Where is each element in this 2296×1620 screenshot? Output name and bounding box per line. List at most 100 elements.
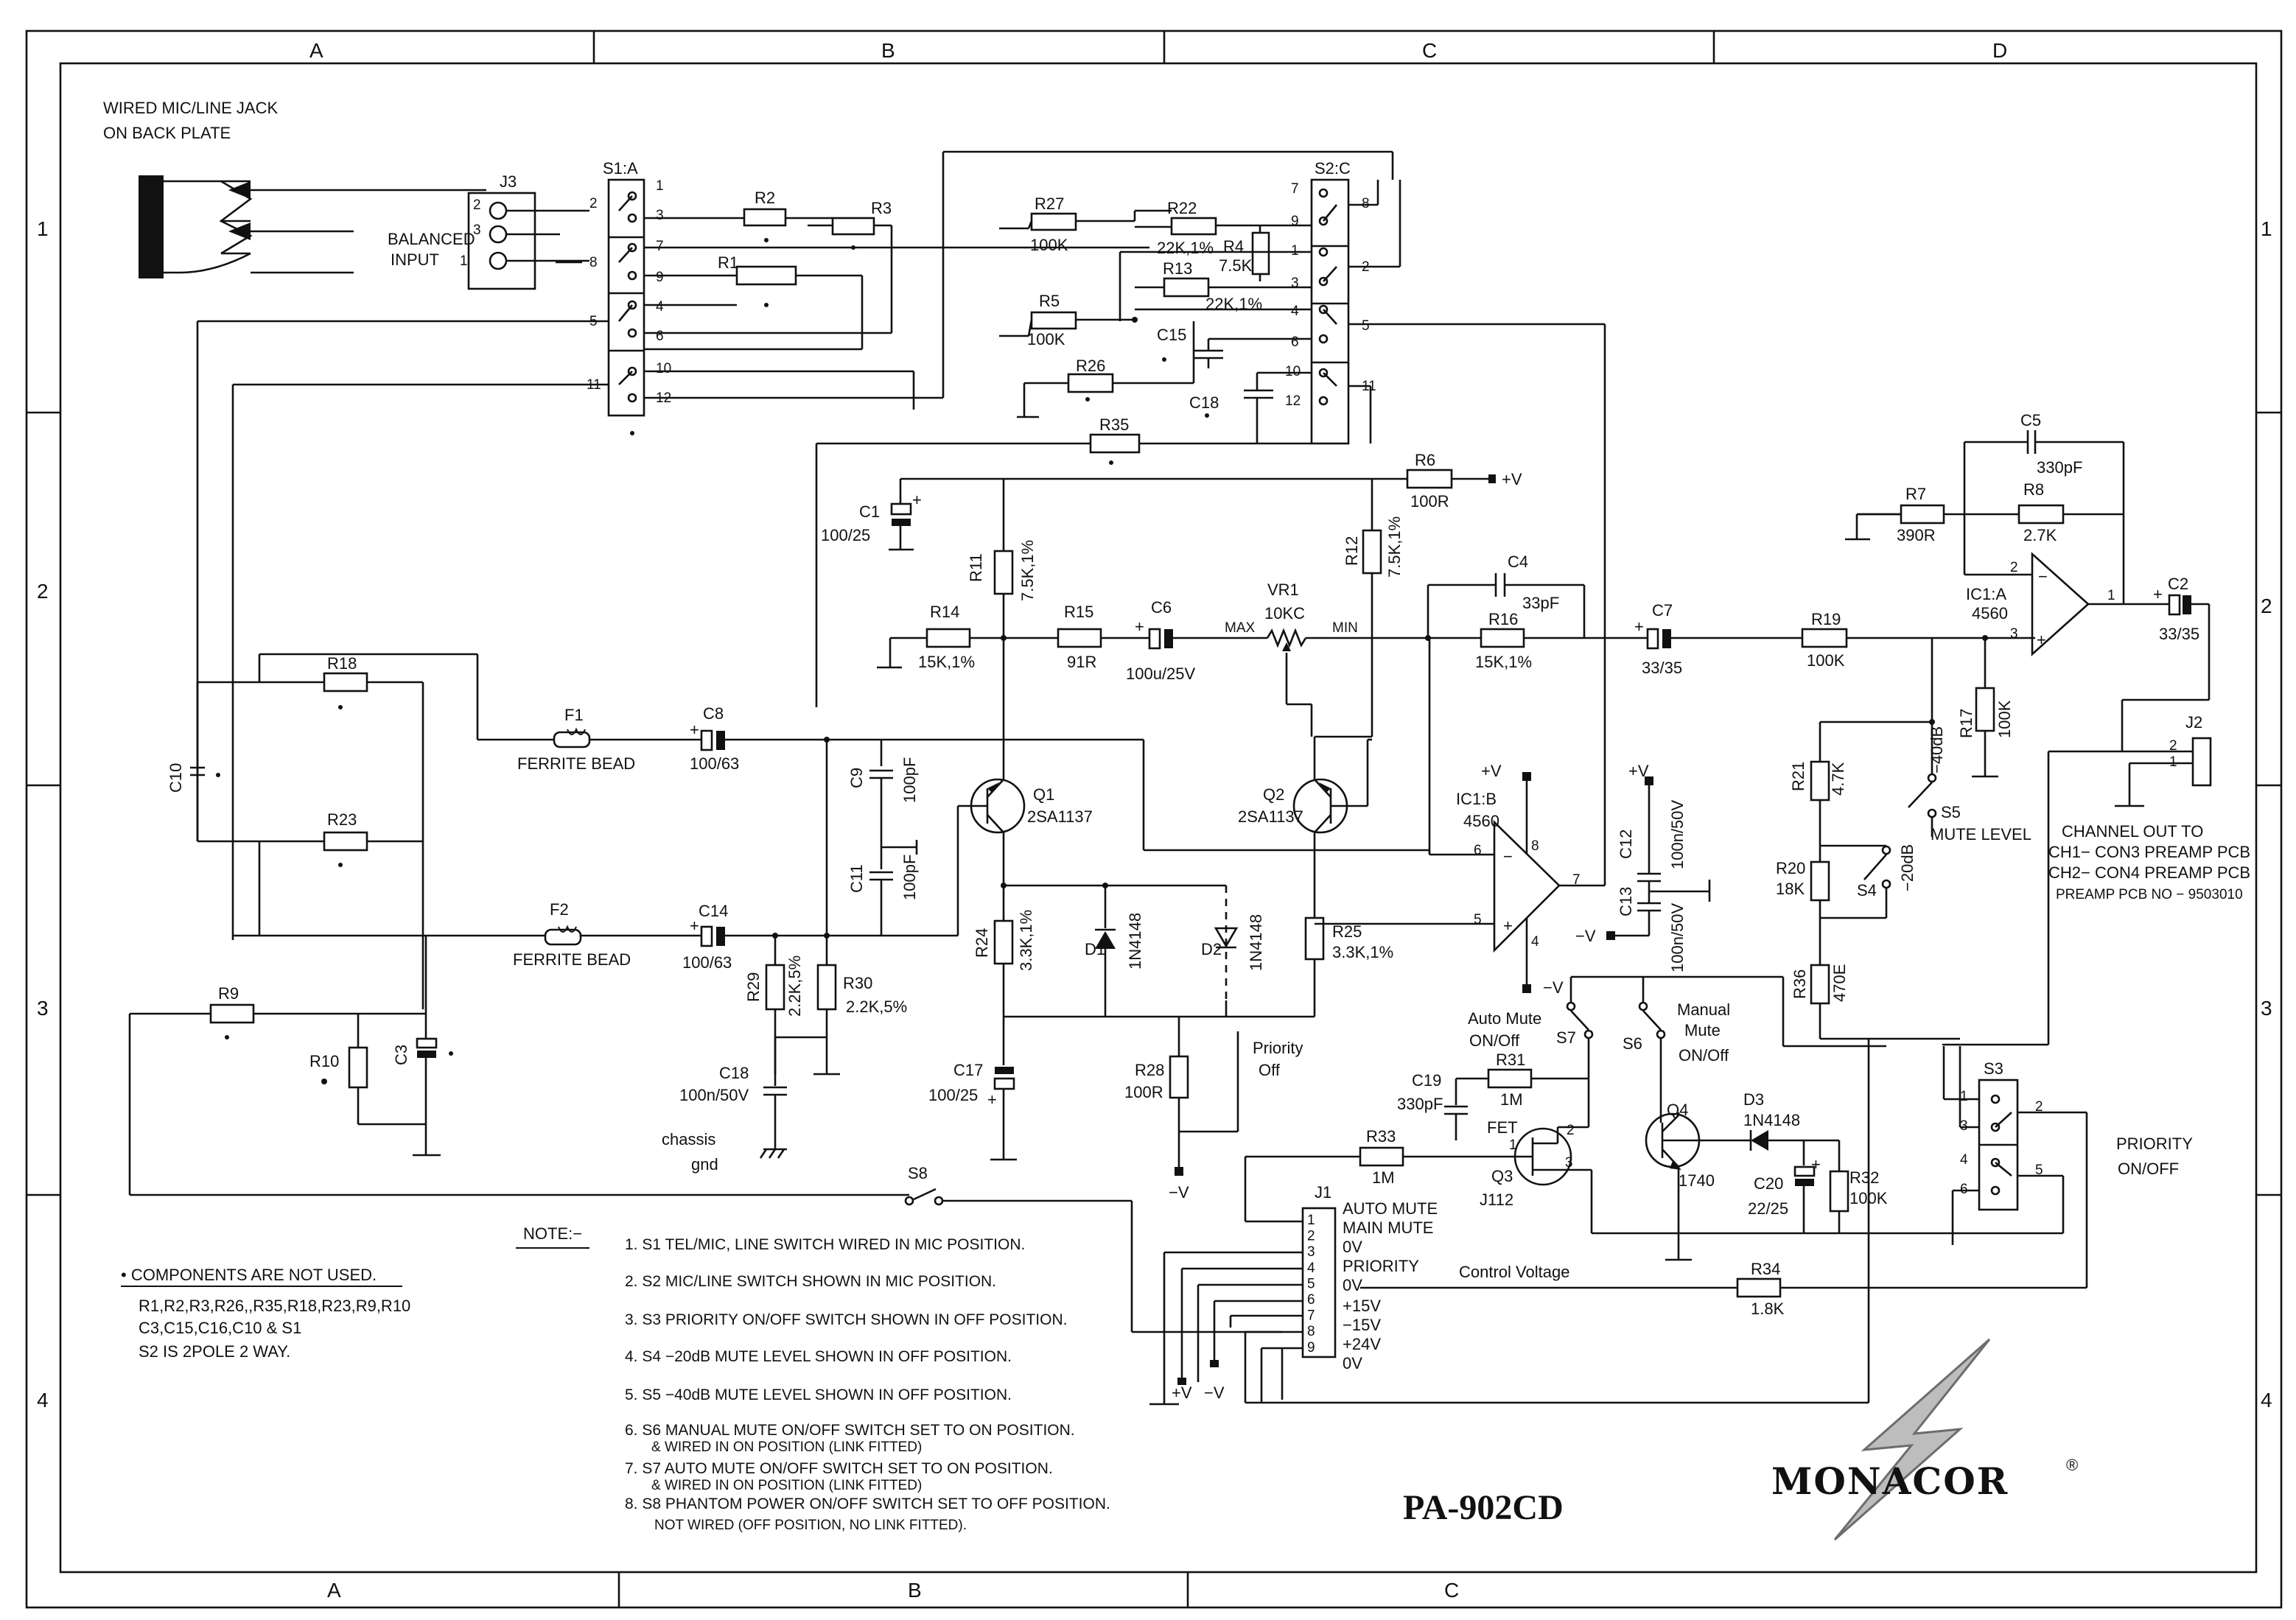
svg-text:100K: 100K xyxy=(1807,651,1845,670)
svg-text:+: + xyxy=(987,1090,997,1109)
s1a-switch: S1:A 1 2 3 7 8 9 4 5 6 10 11 12 xyxy=(587,159,671,435)
svg-text:PRIORITY: PRIORITY xyxy=(2116,1135,2193,1153)
svg-text:R33: R33 xyxy=(1366,1127,1396,1146)
q2-transistor: Q2 2SA1137 xyxy=(1142,712,1429,911)
svg-text:R26: R26 xyxy=(1076,357,1105,375)
svg-text:100/63: 100/63 xyxy=(690,754,739,773)
svg-text:4: 4 xyxy=(1960,1152,1968,1168)
grid-row-2: 2 xyxy=(37,580,49,603)
svg-text:+: + xyxy=(1634,617,1644,636)
svg-text:2.7K: 2.7K xyxy=(2023,526,2057,544)
svg-text:6: 6 xyxy=(656,329,664,344)
svg-text:S7: S7 xyxy=(1556,1028,1576,1047)
svg-text:0V: 0V xyxy=(1343,1238,1362,1256)
svg-text:F1: F1 xyxy=(564,706,584,724)
svg-text:3.3K,1%: 3.3K,1% xyxy=(1332,943,1393,961)
svg-text:8: 8 xyxy=(589,255,598,270)
svg-text:3: 3 xyxy=(1565,1155,1573,1171)
svg-text:390R: 390R xyxy=(1897,526,1936,544)
svg-text:R13: R13 xyxy=(1163,259,1192,278)
svg-text:3: 3 xyxy=(1960,1118,1968,1134)
svg-text:S8: S8 xyxy=(908,1164,928,1182)
svg-text:−40dB: −40dB xyxy=(1928,726,1946,774)
svg-text:1: 1 xyxy=(2169,754,2177,770)
j1-pin-7: 7 xyxy=(1307,1308,1315,1324)
svg-text:10: 10 xyxy=(656,361,671,376)
model-number: PA-902CD xyxy=(1403,1488,1564,1527)
svg-text:S6: S6 xyxy=(1623,1034,1642,1053)
svg-text:1N4148: 1N4148 xyxy=(1126,913,1144,969)
brand-mark: ® xyxy=(2066,1456,2078,1474)
svg-text:6: 6 xyxy=(1474,843,1482,858)
j1-pin-1: 1 xyxy=(1307,1213,1315,1228)
svg-text:6: 6 xyxy=(1960,1182,1968,1197)
svg-text:MAIN MUTE: MAIN MUTE xyxy=(1343,1218,1433,1237)
mute-control: S7 Auto Mute ON/Off S6 Manual Mute ON/Of… xyxy=(1244,975,2087,1318)
svg-text:WIRED MIC/LINE JACK: WIRED MIC/LINE JACK xyxy=(103,99,278,117)
grid-labels: A B C D A B C 1 2 3 4 1 2 3 4 xyxy=(37,39,2272,1602)
svg-text:2: 2 xyxy=(473,197,481,213)
svg-text:1: 1 xyxy=(1291,243,1299,259)
j1-pin-2: 2 xyxy=(1307,1229,1315,1244)
svg-text:5: 5 xyxy=(1362,318,1370,334)
grid-row-1: 1 xyxy=(37,217,49,240)
svg-text:7.5K,1%: 7.5K,1% xyxy=(1385,516,1404,578)
svg-text:FERRITE BEAD: FERRITE BEAD xyxy=(513,950,631,969)
svg-text:R5: R5 xyxy=(1039,292,1060,310)
svg-text:R8: R8 xyxy=(2023,480,2044,499)
svg-text:R12: R12 xyxy=(1343,536,1361,566)
svg-text:IC1:A: IC1:A xyxy=(1966,585,2006,603)
sheet-border xyxy=(25,29,2283,1609)
svg-text:• COMPONENTS ARE NOT USED.: • COMPONENTS ARE NOT USED. xyxy=(121,1266,377,1284)
svg-text:Control Voltage: Control Voltage xyxy=(1459,1263,1569,1281)
svg-text:C14: C14 xyxy=(699,902,728,920)
s2c-switch: S2:C 7 8 9 1 2 3 4 5 6 10 11 12 xyxy=(1285,159,1606,869)
svg-text:470E: 470E xyxy=(1830,964,1849,1002)
svg-text:100R: 100R xyxy=(1410,492,1449,511)
svg-text:J1: J1 xyxy=(1315,1183,1331,1202)
grid-row-1-right: 1 xyxy=(2261,217,2272,240)
svg-text:5: 5 xyxy=(2035,1163,2043,1178)
svg-text:gnd: gnd xyxy=(691,1155,718,1174)
j2-connector: J2 2 1 CHANNEL OUT TO CH1− CON3 PREAMP P… xyxy=(2047,698,2250,1045)
svg-text:R35: R35 xyxy=(1099,415,1129,434)
svg-text:100/63: 100/63 xyxy=(682,953,732,972)
monacor-lightning-icon xyxy=(1833,1338,1991,1541)
grid-col-d: D xyxy=(1992,39,2007,62)
svg-text:C8: C8 xyxy=(703,704,724,723)
svg-text:4. S4 −20dB MUTE LEVEL SHOWN: 4. S4 −20dB MUTE LEVEL SHOWN IN OFF POSI… xyxy=(625,1348,1012,1365)
svg-text:8. S8 PHANTOM POWER ON/OFF SW: 8. S8 PHANTOM POWER ON/OFF SWITCH SET TO… xyxy=(625,1495,1110,1512)
svg-text:100pF: 100pF xyxy=(900,757,919,803)
svg-text:CH1− CON3 PREAMP PCB: CH1− CON3 PREAMP PCB xyxy=(2048,843,2250,861)
svg-text:+V: +V xyxy=(1628,762,1649,780)
svg-text:R23: R23 xyxy=(327,810,357,829)
svg-text:& WIRED IN ON POSITION (LINK F: & WIRED IN ON POSITION (LINK FITTED) xyxy=(651,1478,922,1493)
ic1a-opamp: − + IC1:A 4560 2 3 1 R8 2.7K R7 390R C5 … xyxy=(1845,411,2211,778)
svg-text:100/25: 100/25 xyxy=(821,526,870,544)
svg-text:91R: 91R xyxy=(1067,653,1096,671)
svg-text:PRIORITY: PRIORITY xyxy=(1343,1257,1419,1275)
j1-pin-9: 9 xyxy=(1307,1340,1315,1356)
svg-text:R20: R20 xyxy=(1776,859,1805,877)
s3-priority-switch: S3 1 2 3 4 5 6 PRIORITY ON/OFF xyxy=(1942,1043,2193,1288)
j1-pin-4: 4 xyxy=(1307,1260,1315,1276)
svg-text:1N4148: 1N4148 xyxy=(1247,914,1265,971)
svg-text:R9: R9 xyxy=(218,984,239,1003)
svg-text:7: 7 xyxy=(1291,181,1299,197)
svg-text:100n/50V: 100n/50V xyxy=(679,1086,749,1104)
pv-rail: +V R6 100R C1 100/25 + R11 7.5K,1% R12 7… xyxy=(821,451,1522,774)
svg-text:PREAMP PCB NO − 9503010: PREAMP PCB NO − 9503010 xyxy=(2056,887,2243,902)
svg-text:4: 4 xyxy=(1291,304,1299,319)
svg-text:4: 4 xyxy=(1531,934,1539,950)
svg-text:10: 10 xyxy=(1285,364,1301,379)
svg-text:C3,C15,C16,C10 & S1: C3,C15,C16,C10 & S1 xyxy=(139,1319,301,1337)
brand-logo: MONACOR xyxy=(1771,1459,2009,1503)
svg-text:+24V: +24V xyxy=(1343,1335,1381,1353)
svg-text:R7: R7 xyxy=(1905,485,1926,503)
svg-text:+: + xyxy=(2037,631,2046,649)
svg-text:Q1: Q1 xyxy=(1033,785,1054,804)
svg-text:C17: C17 xyxy=(953,1061,983,1079)
svg-text:AUTO MUTE: AUTO MUTE xyxy=(1343,1199,1438,1218)
svg-text:22K,1%: 22K,1% xyxy=(1157,239,1214,257)
svg-text:D3: D3 xyxy=(1743,1090,1764,1109)
